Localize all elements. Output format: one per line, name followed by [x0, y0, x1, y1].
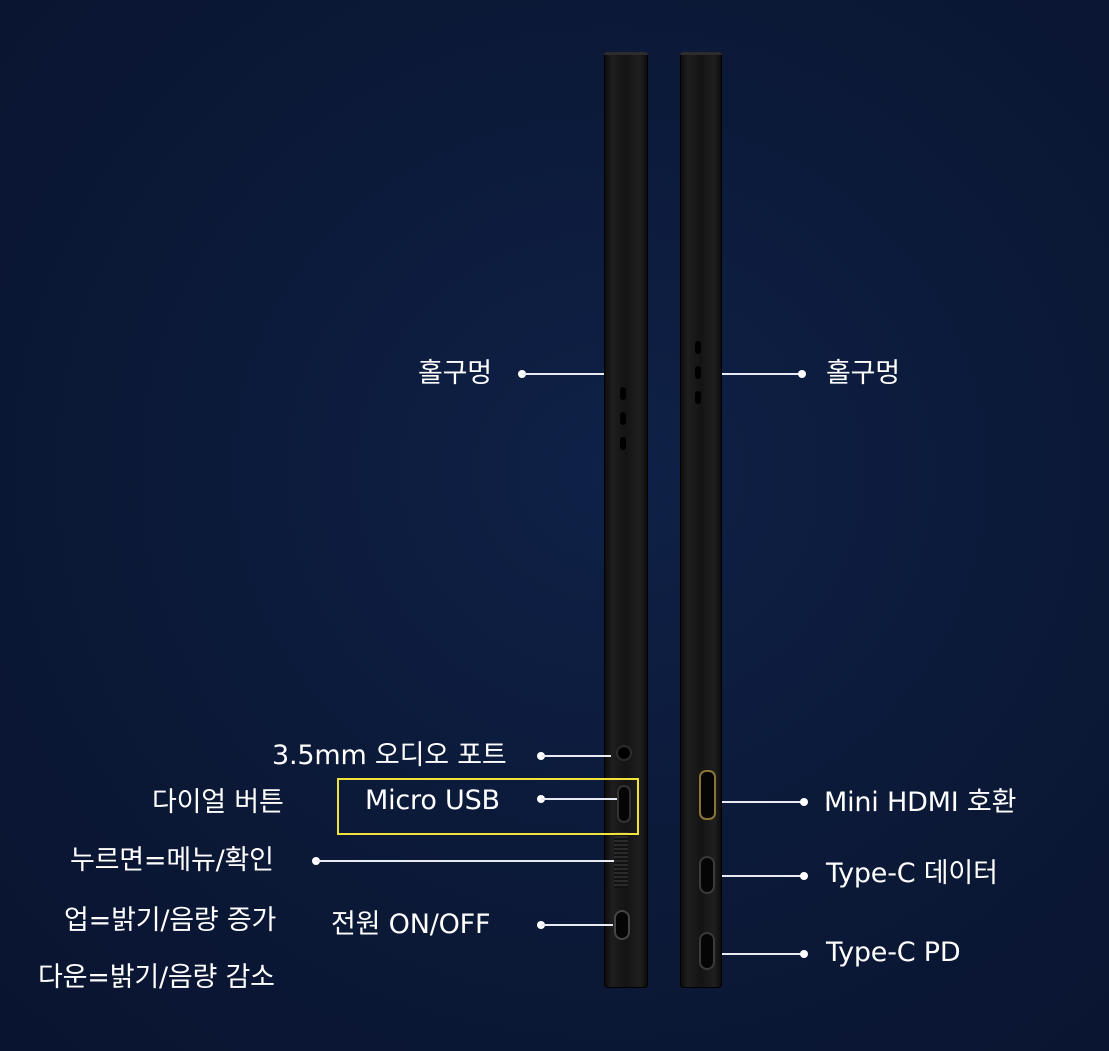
label-press-menu: 누르면=메뉴/확인 [70, 845, 274, 876]
label-typec-pd: Type-C PD [826, 937, 961, 968]
label-hole-right: 홀구멍 [826, 358, 900, 389]
typec-pd-port [701, 934, 713, 968]
label-mini-hdmi: Mini HDMI 호환 [824, 787, 1017, 818]
mini-hdmi-port [701, 772, 714, 818]
callout-line [722, 953, 804, 955]
micro-usb-highlight-box [337, 778, 639, 835]
typec-data-port [701, 858, 713, 892]
callout-dot [800, 798, 808, 806]
label-power: 전원 ON/OFF [331, 909, 491, 940]
label-hole-left: 홀구멍 [418, 358, 492, 389]
label-down-brightness: 다운=밝기/음량 감소 [38, 962, 275, 993]
callout-line [541, 798, 617, 800]
callout-line [316, 860, 614, 862]
label-dial-button: 다이얼 버튼 [152, 787, 284, 818]
audio-jack [618, 747, 630, 759]
left-vent-hole [620, 412, 626, 425]
callout-line [722, 801, 804, 803]
left-vent-hole [620, 437, 626, 450]
left-side-panel [604, 52, 648, 988]
right-vent-hole [695, 391, 701, 404]
callout-line [541, 755, 611, 757]
right-vent-hole [695, 341, 701, 354]
callout-line [722, 373, 802, 375]
label-micro-usb: Micro USB [365, 785, 500, 816]
micro-usb-port [619, 787, 629, 821]
callout-line [522, 373, 604, 375]
callout-dot [800, 950, 808, 958]
label-typec-data: Type-C 데이터 [826, 858, 998, 889]
callout-dot [800, 872, 808, 880]
left-vent-hole [620, 387, 626, 400]
label-up-brightness: 업=밝기/음량 증가 [64, 905, 277, 936]
right-side-panel [680, 52, 722, 988]
dial-wheel [614, 832, 628, 888]
callout-line [722, 875, 804, 877]
callout-line [541, 924, 613, 926]
callout-dot [798, 370, 806, 378]
right-vent-hole [695, 366, 701, 379]
label-audio-port: 3.5mm 오디오 포트 [272, 740, 507, 771]
power-button [616, 912, 628, 938]
